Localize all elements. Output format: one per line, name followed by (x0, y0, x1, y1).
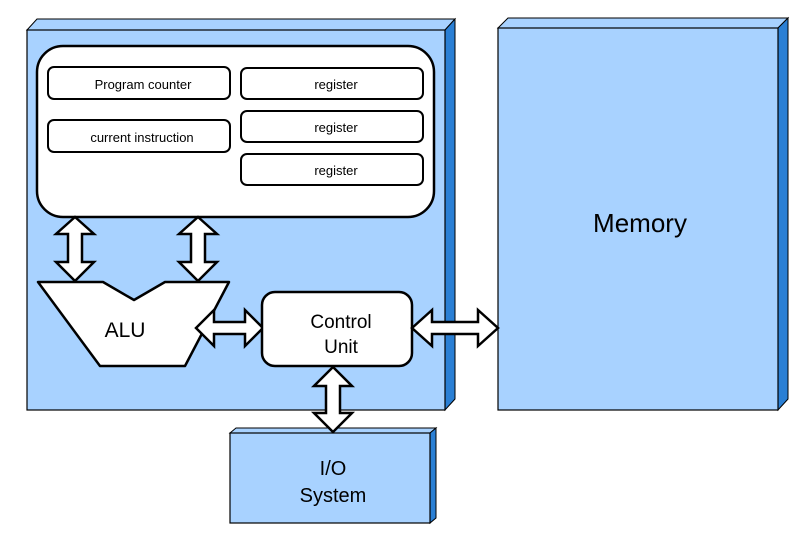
io-system-box: I/O System (228, 426, 438, 525)
register-label-2: register (314, 120, 358, 135)
register-label-3: register (314, 163, 358, 178)
memory-box: Memory (496, 16, 790, 412)
register-panel: Program counter current instruction regi… (35, 44, 436, 219)
control-memory-arrow (410, 307, 500, 349)
io-system-label-line2: System (300, 485, 367, 507)
control-unit-label-line2: Unit (324, 337, 359, 358)
program-counter-box (47, 66, 231, 100)
register-box-1 (240, 67, 424, 100)
alu-label: ALU (105, 319, 146, 342)
current-instruction-label: current instruction (90, 130, 193, 145)
control-unit-box: Control Unit (260, 290, 414, 368)
program-counter-label: Program counter (95, 77, 192, 92)
register-box-3 (240, 153, 424, 186)
alu-block: ALU (36, 280, 231, 368)
control-io-arrow (310, 365, 356, 434)
control-unit-label-line1: Control (310, 312, 371, 333)
current-instruction-box (47, 119, 231, 153)
register-box-2 (240, 110, 424, 143)
io-system-label-line1: I/O (320, 458, 347, 480)
register-label-1: register (314, 77, 358, 92)
memory-label: Memory (593, 208, 687, 238)
